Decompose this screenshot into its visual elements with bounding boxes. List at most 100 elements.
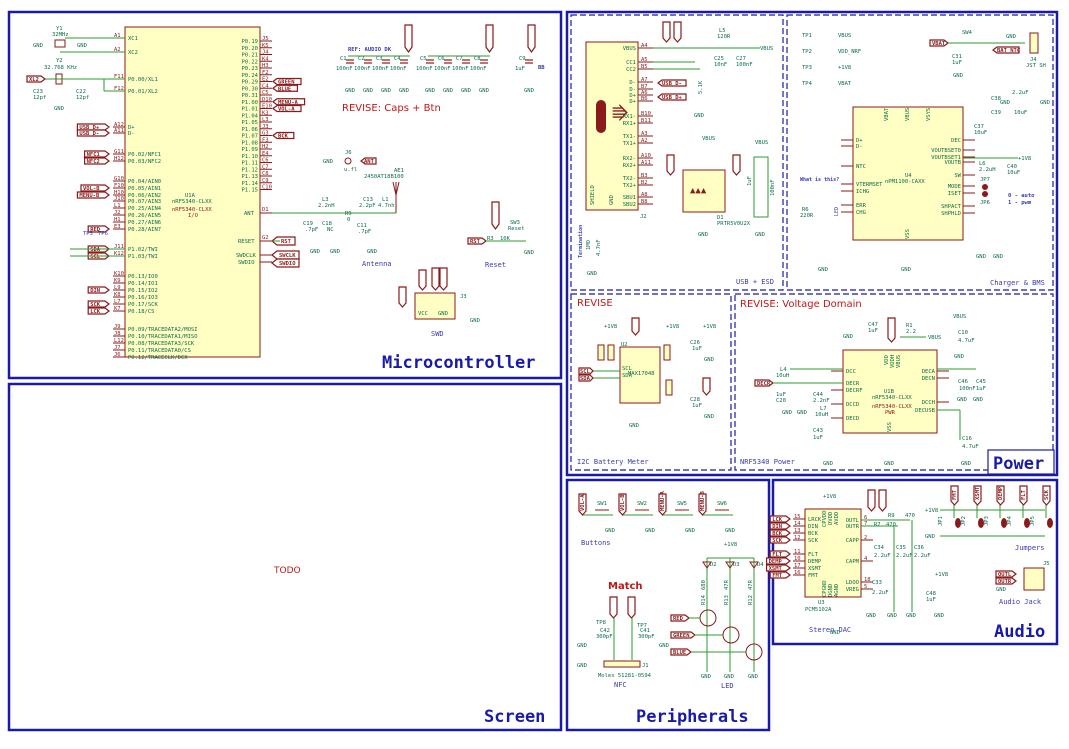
sheet-peripherals[interactable] bbox=[565, 478, 771, 732]
jp6-jumper[interactable] bbox=[982, 191, 988, 197]
mcu-right-net-label: MENU-A bbox=[278, 100, 299, 106]
led-label: LED bbox=[721, 682, 734, 690]
sheet-title-audio: Audio bbox=[994, 622, 1045, 642]
dac-u3[interactable]: LRCK15LCKDIN14DINBCK13BCKSCK12SCKFLT11FL… bbox=[766, 494, 873, 636]
decoupling-caps[interactable]: REF: AUDIO DK C1100nFGNDC2100nFGNDC3100n… bbox=[336, 24, 545, 94]
mcu-left-net-label: USB_D- bbox=[79, 131, 99, 137]
mcu-right-pin-name: P1.06 bbox=[241, 127, 258, 133]
mcu-right-pin-num: E2 bbox=[262, 77, 269, 83]
jack-net-outr: OUTR bbox=[998, 579, 1012, 585]
antenna-block[interactable]: GND J6 u.fl ANT AE1 2450AT18B100 L3 2.2n… bbox=[303, 150, 404, 268]
audio-jack-j5[interactable]: J5 OUTL OUTR GND Audio Jack bbox=[995, 561, 1050, 606]
jp7-jumper[interactable] bbox=[982, 184, 988, 190]
j2-pin-name: D+ bbox=[629, 99, 636, 105]
c19-value: .7pF bbox=[305, 227, 318, 233]
u3-left-pin-num: 15 bbox=[794, 514, 801, 520]
mcu-left-pin-num: F11 bbox=[114, 74, 124, 80]
svg-text:+1V8: +1V8 bbox=[604, 324, 617, 330]
c43-value: 1uF bbox=[813, 435, 823, 441]
svg-text:VBUS: VBUS bbox=[928, 335, 941, 341]
esd-diode-d1[interactable]: ▲▲▲ VBUS D1 PRTR5V0U2X GND bbox=[666, 136, 751, 238]
sheet-microcontroller[interactable] bbox=[7, 10, 563, 380]
mcu-value: nRF5340-CLXX bbox=[172, 199, 212, 205]
l5-ref: L5 bbox=[719, 28, 726, 34]
crystal-y2[interactable]: Y2 32.768 KHz XL2 C23 12pf C22 12pf GND bbox=[26, 58, 125, 112]
mode-jumpers[interactable]: JP7 JP6 0 - auto 1 - pwm bbox=[980, 177, 1035, 206]
solder-jumper[interactable] bbox=[1024, 518, 1030, 528]
mcu-unit-value: nRF5340-CLXX bbox=[172, 207, 212, 213]
svg-text:GND: GND bbox=[1040, 100, 1050, 106]
c33-ref: C33 bbox=[872, 580, 882, 586]
u3-top-cpvdd: CPVDD bbox=[822, 510, 828, 527]
solder-jumper[interactable] bbox=[1047, 518, 1053, 528]
svg-text:GND: GND bbox=[884, 461, 894, 467]
j3-pin-vcc: VCC bbox=[418, 311, 428, 317]
j2-pin-name: RX1- bbox=[623, 114, 636, 120]
mcu-right-pin-num: E10 bbox=[262, 104, 272, 110]
mcu-right-net-label: VOL-A bbox=[278, 107, 295, 113]
solder-jumper[interactable] bbox=[1001, 518, 1007, 528]
mcu-right-pin-name: P0.24 bbox=[241, 73, 258, 79]
mcu-left-net-label: SCL bbox=[90, 254, 101, 260]
mcu-right-net-label: BLUE bbox=[278, 86, 291, 92]
button-net-text: MENU-A bbox=[660, 490, 666, 511]
jumpers-block[interactable]: +1V8 GND FMTJP1XSMTJP2DEMPJP3FLTJP4SCKJP… bbox=[925, 485, 1053, 552]
fuel-gauge-u2[interactable]: U2 MAX17048 SCL SDA SCL SDA +1V8+1V8 GND bbox=[578, 317, 679, 429]
decap-value: 100nF bbox=[336, 66, 353, 72]
swd-connector-j3[interactable]: J3 VCC GND GND SWD bbox=[398, 267, 480, 338]
usb-termination[interactable]: Termination 1MO 4.7nF GND bbox=[578, 225, 602, 277]
c46-value: 100nF bbox=[959, 386, 976, 392]
net-rst: RST bbox=[281, 239, 292, 245]
sheet-title-peripherals: Peripherals bbox=[636, 707, 749, 727]
c24-value: 4.7nF bbox=[596, 239, 602, 256]
c42-ref: C42 bbox=[600, 628, 610, 634]
mcu-right-pin-name: P0.31 bbox=[241, 93, 258, 99]
button-net-label bbox=[698, 493, 707, 516]
mcu-left-pin-name: P0.25/AIN4 bbox=[128, 206, 162, 212]
sheet-power[interactable] bbox=[565, 10, 1059, 477]
c11-value: .7pF bbox=[358, 229, 371, 235]
u1b-ref: U1B bbox=[884, 389, 895, 395]
mcu-left-net-label: RED bbox=[90, 227, 101, 233]
mcu-right-pin-name: P1.07 bbox=[241, 134, 258, 140]
sheet-screen[interactable] bbox=[7, 382, 563, 732]
mcu-left-net-label: MENU-B bbox=[79, 193, 100, 199]
j2-pin-name: TX1- bbox=[623, 134, 636, 140]
u3-right-pin-num: 2 bbox=[864, 535, 867, 541]
button-net-text: MENU-B bbox=[700, 490, 706, 511]
c22-value: 12pf bbox=[76, 95, 89, 101]
mcu-left-pin-name: P0.07/AIN3 bbox=[128, 199, 161, 205]
solder-jumper[interactable] bbox=[955, 518, 961, 528]
meter-caps[interactable]: +1V8 C26 1uF GND C28 1uF GND bbox=[690, 324, 716, 420]
mcu-power-u1b[interactable]: U1B nRF5340-CLXX nRF5340-CLXX PWR DCCDEC… bbox=[831, 317, 949, 434]
c35-value: 2.2uF bbox=[896, 553, 913, 559]
mcu-left-pin-num: J8 bbox=[114, 331, 121, 337]
battery-switch-sw4[interactable]: VBAT SW4 C31 1uF GND bbox=[929, 30, 1025, 79]
solder-jumper[interactable] bbox=[978, 518, 984, 528]
u4-right-pin: VOUTBSET0 bbox=[931, 148, 961, 154]
test-points-tp5-tp6[interactable]: TP5 TP6 bbox=[70, 231, 125, 257]
svg-text:GND: GND bbox=[1006, 34, 1016, 40]
led-resistor-ref: R14 bbox=[701, 594, 707, 605]
audio-r9-value: 470 bbox=[905, 513, 915, 519]
r6-value: 220R bbox=[800, 213, 814, 219]
battery-connector-j4[interactable]: GND BAT_NTC J4 JST SH bbox=[992, 32, 1046, 69]
mcu-left-pin-num: A11 bbox=[114, 128, 124, 134]
reset-block[interactable]: RST R3 10K SW3 Reset GND Reset bbox=[467, 201, 534, 269]
mcu-left-pin-name: XC2 bbox=[128, 50, 138, 56]
u3-left-pin-name: XSMT bbox=[808, 566, 822, 572]
c38-value: 2.2uF bbox=[1012, 90, 1029, 96]
u1b-top-vbus: VBUS bbox=[896, 355, 902, 368]
c26-ref: C26 bbox=[690, 340, 700, 346]
j2-pin-name: VBUS bbox=[623, 46, 636, 52]
pmic-u4[interactable]: U4 nPM1100-CAXX D+D-NTCVTERMSETICHGERRCH… bbox=[841, 106, 975, 241]
usb-caps-c30-c32[interactable]: VBUS 1uF 100nF GND bbox=[747, 140, 776, 238]
